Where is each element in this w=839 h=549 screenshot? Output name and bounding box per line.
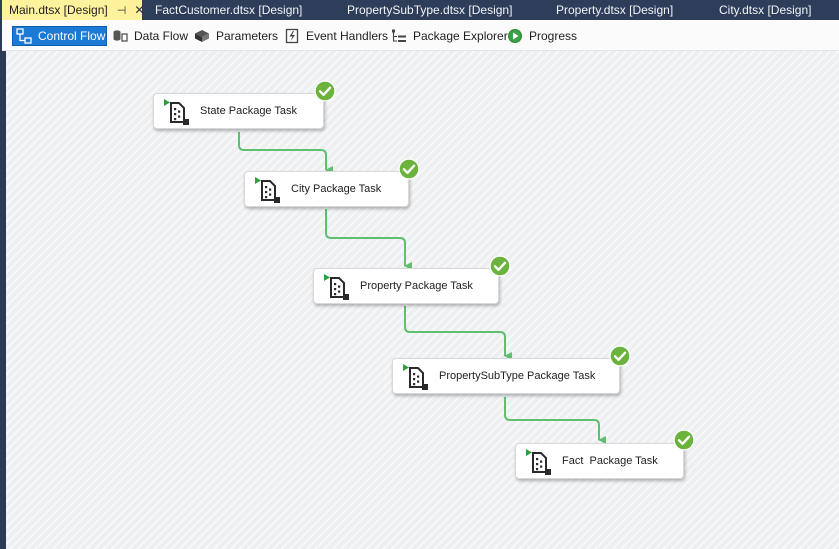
tab-label: Main.dtsx [Design]	[9, 3, 108, 17]
tab-control-flow[interactable]: Control Flow	[12, 26, 107, 46]
success-check-icon	[489, 255, 511, 277]
tab-label: FactCustomer.dtsx [Design]	[155, 3, 303, 17]
task-label: Property Package Task	[360, 280, 473, 292]
execute-package-task-icon	[255, 177, 280, 203]
control-flow-canvas[interactable]: State Package Task City Package Task	[6, 51, 839, 549]
tab-data-flow[interactable]: Data Flow	[109, 26, 193, 46]
connector-property-to-propertysubtype[interactable]	[404, 306, 512, 360]
tab-parameters[interactable]: Parameters	[191, 26, 283, 46]
pin-icon[interactable]: ⊣	[116, 5, 127, 17]
document-tab-strip: Main.dtsx [Design] ⊣ ✕ FactCustomer.dtsx […	[0, 0, 839, 20]
success-check-icon	[673, 429, 695, 451]
package-explorer-icon	[392, 29, 406, 42]
toolbar-label: Progress	[529, 29, 578, 43]
tab-property-dtsx[interactable]: Property.dtsx [Design]	[556, 0, 673, 20]
tab-propertysubtype-dtsx[interactable]: PropertySubType.dtsx [Design]	[347, 0, 512, 20]
tab-label: PropertySubType.dtsx [Design]	[347, 3, 513, 17]
close-icon[interactable]: ✕	[134, 3, 145, 17]
tab-factcustomer-dtsx[interactable]: FactCustomer.dtsx [Design]	[155, 0, 302, 20]
execute-package-task-icon	[164, 99, 189, 125]
toolbar-label: Event Handlers	[306, 29, 389, 43]
control-flow-icon	[16, 28, 32, 44]
tab-label: Property.dtsx [Design]	[556, 3, 674, 17]
task-state-package[interactable]: State Package Task	[153, 93, 324, 129]
connector-propertysubtype-to-fact[interactable]	[504, 397, 606, 444]
event-handlers-icon	[285, 28, 299, 43]
parameters-icon	[195, 29, 209, 42]
success-check-icon	[609, 345, 631, 367]
success-check-icon	[314, 80, 336, 102]
connector-city-to-property[interactable]	[325, 209, 412, 270]
tab-event-handlers[interactable]: Event Handlers	[281, 26, 393, 46]
success-check-icon	[398, 158, 420, 180]
tab-progress[interactable]: Progress	[504, 26, 582, 46]
task-propertysubtype-package[interactable]: PropertySubType Package Task	[392, 358, 620, 394]
tab-package-explorer[interactable]: Package Explorer	[388, 26, 513, 46]
precedence-constraints	[238, 132, 606, 444]
task-fact-package[interactable]: Fact Package Task	[515, 443, 684, 479]
tab-city-dtsx[interactable]: City.dtsx [Design]	[719, 0, 811, 20]
progress-play-icon	[508, 28, 522, 43]
execute-package-task-icon	[324, 274, 349, 300]
task-city-package[interactable]: City Package Task	[244, 171, 409, 207]
task-property-package[interactable]: Property Package Task	[313, 268, 499, 304]
left-gutter	[0, 20, 6, 549]
task-label: PropertySubType Package Task	[439, 370, 596, 382]
toolbar-label: Data Flow	[134, 29, 189, 43]
execute-package-task-icon	[526, 449, 551, 475]
data-flow-icon	[113, 30, 128, 42]
designer-toolbar: Control Flow Data Flow Parameters Event …	[2, 20, 839, 51]
toolbar-label: Control Flow	[38, 29, 106, 43]
task-label: Fact Package Task	[562, 455, 658, 467]
tab-main-dtsx[interactable]: Main.dtsx [Design] ⊣ ✕	[2, 0, 145, 20]
task-label: State Package Task	[200, 105, 298, 117]
connector-state-to-city[interactable]	[238, 132, 333, 174]
task-label: City Package Task	[291, 183, 382, 195]
tab-label: City.dtsx [Design]	[719, 3, 812, 17]
execute-package-task-icon	[403, 364, 428, 390]
toolbar-label: Parameters	[216, 29, 279, 43]
toolbar-label: Package Explorer	[413, 29, 508, 43]
